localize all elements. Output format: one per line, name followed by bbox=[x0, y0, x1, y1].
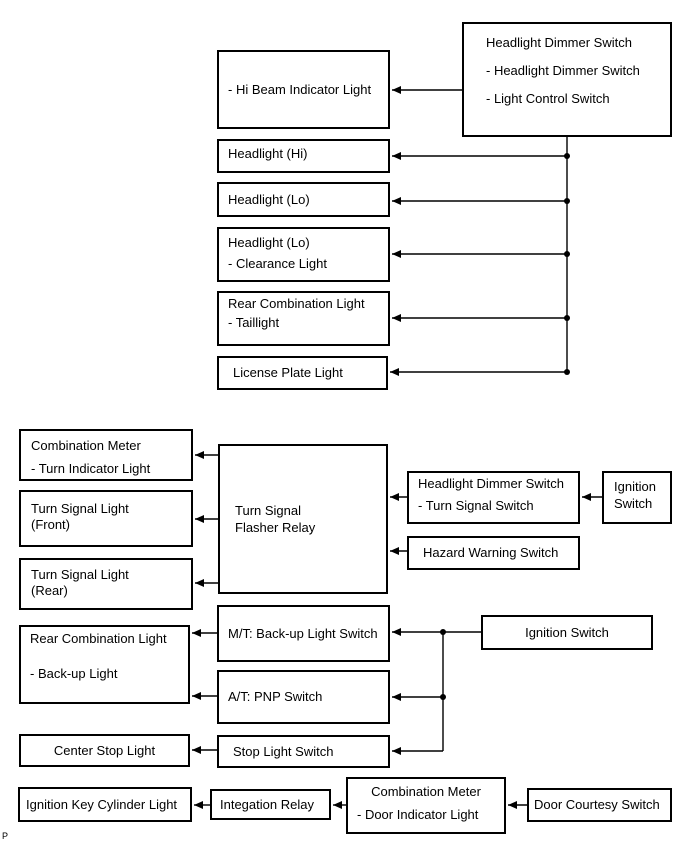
box-dimmer-turn-line1: Headlight Dimmer Switch bbox=[418, 476, 564, 491]
box-integration-relay-label: Integation Relay bbox=[220, 796, 314, 812]
box-rear-combination-taillight: Rear Combination Light - Taillight bbox=[217, 291, 390, 346]
box-at-pnp-label: A/T: PNP Switch bbox=[228, 689, 323, 704]
box-combo-meter-door-line2: - Door Indicator Light bbox=[357, 807, 479, 822]
box-ignition-key-cylinder-light: Ignition Key Cylinder Light bbox=[18, 787, 192, 822]
box-rear-combo-backup-line2: - Back-up Light bbox=[30, 666, 118, 681]
box-headlight-lo: Headlight (Lo) bbox=[217, 182, 390, 217]
box-mt-backup-label: M/T: Back-up Light Switch bbox=[228, 625, 378, 641]
box-license-plate-light-label: License Plate Light bbox=[233, 365, 343, 380]
box-headlight-hi: Headlight (Hi) bbox=[217, 139, 390, 173]
box-rear-combination-backup-light: Rear Combination Light - Back-up Light bbox=[19, 625, 190, 704]
box-center-stop-light: Center Stop Light bbox=[19, 734, 190, 767]
box-headlight-dimmer-switch-title: Headlight Dimmer Switch bbox=[486, 35, 632, 50]
box-ignition-switch-upper: Ignition Switch bbox=[602, 471, 672, 524]
box-flasher-relay-line2: Flasher Relay bbox=[235, 520, 316, 535]
box-turn-signal-front-line1: Turn Signal Light bbox=[31, 501, 129, 516]
box-license-plate-light: License Plate Light bbox=[217, 356, 388, 390]
box-ignition-key-label: Ignition Key Cylinder Light bbox=[26, 796, 178, 812]
box-integration-relay: Integation Relay bbox=[210, 789, 331, 820]
box-headlight-dimmer-turn-signal-switch: Headlight Dimmer Switch - Turn Signal Sw… bbox=[407, 471, 580, 524]
box-flasher-relay-line1: Turn Signal bbox=[235, 503, 301, 518]
box-at-pnp-switch: A/T: PNP Switch bbox=[217, 670, 390, 724]
box-rear-combination-taillight-line2: - Taillight bbox=[228, 315, 280, 330]
box-headlight-lo-clearance-line1: Headlight (Lo) bbox=[228, 235, 310, 250]
box-headlight-lo-clearance-line2: - Clearance Light bbox=[228, 256, 327, 271]
box-headlight-lo-label: Headlight (Lo) bbox=[228, 191, 310, 207]
box-door-courtesy-label: Door Courtesy Switch bbox=[534, 797, 660, 812]
box-stop-light-switch: Stop Light Switch bbox=[217, 735, 390, 768]
box-mt-backup-light-switch: M/T: Back-up Light Switch bbox=[217, 605, 390, 662]
box-turn-signal-flasher-relay: Turn Signal Flasher Relay bbox=[218, 444, 388, 594]
box-stop-light-switch-label: Stop Light Switch bbox=[233, 743, 334, 759]
box-ignition-upper-line2: Switch bbox=[614, 496, 653, 511]
box-hi-beam-indicator-light: - Hi Beam Indicator Light bbox=[217, 50, 390, 129]
box-combination-meter-turn-line1: Combination Meter bbox=[31, 438, 141, 453]
page-marker-text: P bbox=[2, 831, 9, 841]
box-turn-signal-light-rear: Turn Signal Light (Rear) bbox=[19, 558, 193, 610]
box-center-stop-light-label: Center Stop Light bbox=[53, 742, 156, 758]
box-headlight-dimmer-switch-item1: - Headlight Dimmer Switch bbox=[486, 63, 640, 78]
box-turn-signal-rear-line1: Turn Signal Light bbox=[31, 567, 129, 582]
box-combination-meter-door-indicator: Combination Meter - Door Indicator Light bbox=[346, 777, 506, 834]
box-door-courtesy-switch: Door Courtesy Switch bbox=[527, 788, 672, 822]
box-ignition-lower-label: Ignition Switch bbox=[525, 624, 609, 640]
box-hazard-warning-switch: Hazard Warning Switch bbox=[407, 536, 580, 570]
box-turn-signal-rear-line2: (Rear) bbox=[31, 583, 68, 598]
box-headlight-dimmer-switch-main: Headlight Dimmer Switch - Headlight Dimm… bbox=[462, 22, 672, 137]
box-ignition-upper-line1: Ignition bbox=[614, 479, 656, 494]
box-hazard-warning-label: Hazard Warning Switch bbox=[423, 545, 559, 560]
box-combination-meter-turn-line2: - Turn Indicator Light bbox=[31, 461, 151, 476]
box-rear-combination-taillight-line1: Rear Combination Light bbox=[228, 296, 365, 311]
box-combination-meter-turn-indicator: Combination Meter - Turn Indicator Light bbox=[19, 429, 193, 481]
box-turn-signal-front-line2: (Front) bbox=[31, 517, 70, 532]
box-headlight-dimmer-switch-item2: - Light Control Switch bbox=[486, 91, 610, 106]
box-combo-meter-door-line1: Combination Meter bbox=[371, 784, 481, 799]
box-turn-signal-light-front: Turn Signal Light (Front) bbox=[19, 490, 193, 547]
box-hi-beam-indicator-light-label: - Hi Beam Indicator Light bbox=[228, 81, 372, 97]
box-headlight-lo-clearance: Headlight (Lo) - Clearance Light bbox=[217, 227, 390, 282]
box-dimmer-turn-line2: - Turn Signal Switch bbox=[418, 498, 534, 513]
box-rear-combo-backup-line1: Rear Combination Light bbox=[30, 631, 167, 646]
box-ignition-switch-lower: Ignition Switch bbox=[481, 615, 653, 650]
box-headlight-hi-label: Headlight (Hi) bbox=[228, 146, 308, 161]
